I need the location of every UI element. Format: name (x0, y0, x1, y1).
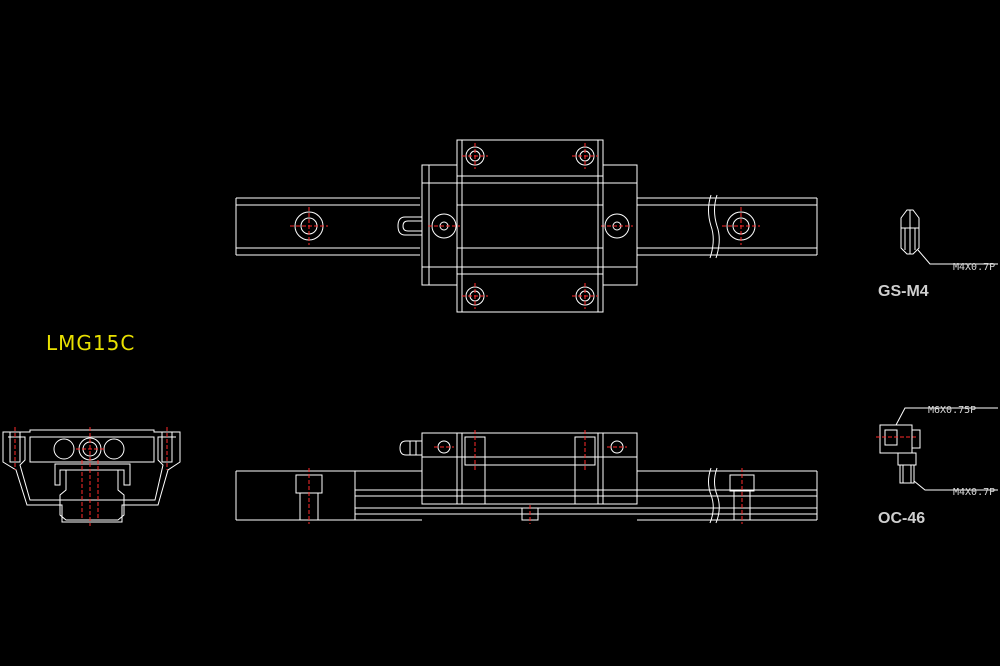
grease-nipple-outline (397, 216, 422, 236)
top-view-end-cap-right (601, 164, 638, 286)
side-view (235, 430, 818, 524)
top-view-block (456, 139, 604, 313)
oc-46-part: M6X0.75P M4X0.7P OC-46 (876, 405, 998, 527)
gs-thread-label: M4X0.7P (953, 262, 995, 273)
top-view-rail (235, 194, 818, 259)
gs-part-name: GS-M4 (878, 283, 929, 300)
top-view-end-cap-left (421, 164, 460, 286)
oc-thread-top-label: M6X0.75P (928, 405, 976, 416)
drawing-title: LMG15C (46, 331, 135, 355)
block-mount-holes (462, 143, 598, 309)
oc-part-name: OC-46 (878, 510, 925, 527)
side-grease-nipple (399, 440, 422, 456)
rail-bolt-left (295, 468, 323, 524)
gs-m4-part: M4X0.7P GS-M4 (878, 209, 998, 300)
rail-hole-left (290, 207, 328, 245)
top-view (235, 139, 818, 313)
rail-hole-right (722, 207, 760, 245)
rail-bolt-right (729, 468, 755, 524)
side-view-block (421, 430, 638, 505)
side-view-rail (235, 467, 818, 524)
oc-thread-bottom-label: M4X0.7P (953, 487, 995, 498)
end-view (2, 427, 181, 526)
